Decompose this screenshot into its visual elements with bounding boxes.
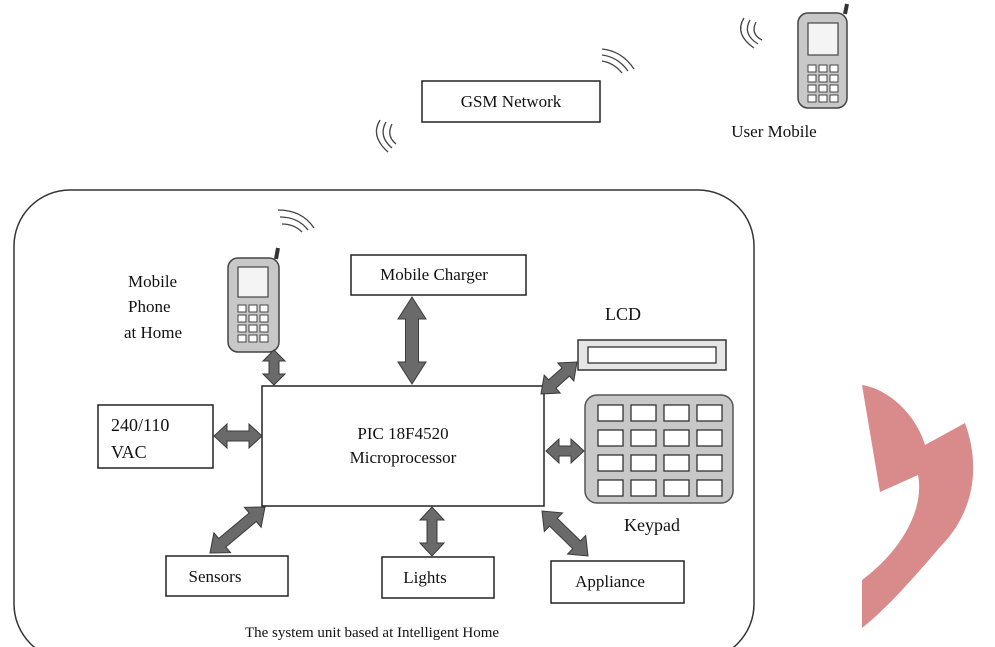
watermark-shape	[862, 385, 974, 628]
arrow-phone-processor	[261, 349, 287, 386]
arrow-power-processor	[213, 422, 263, 450]
appliance-node: Appliance	[550, 560, 685, 604]
signal-wave-icon	[601, 48, 635, 74]
arrow-processor-sensors	[209, 506, 266, 554]
gsm-network-node: GSM Network	[421, 80, 601, 123]
keypad-label: Keypad	[624, 515, 680, 535]
user-mobile-icon	[797, 3, 849, 109]
home-mobile-label-line1: Mobile	[128, 272, 177, 291]
arrow-processor-appliance	[541, 510, 589, 557]
keypad-icon	[584, 394, 734, 504]
lcd-display-icon	[577, 339, 727, 371]
power-supply-label-line1: 240/110	[111, 415, 169, 435]
signal-wave-icon	[740, 17, 763, 49]
microprocessor-label-line2: Microprocessor	[350, 448, 457, 467]
lights-node: Lights	[381, 556, 495, 599]
mobile-charger-label: Mobile Charger	[380, 265, 488, 284]
mobile-charger-node: Mobile Charger	[350, 254, 527, 296]
arrow-processor-lights	[418, 506, 446, 557]
power-supply-node: 240/110 VAC	[97, 404, 214, 469]
sensors-node: Sensors	[165, 555, 289, 597]
signal-wave-icon	[375, 119, 397, 153]
home-mobile-label-line2: Phone	[128, 297, 171, 316]
appliance-label: Appliance	[575, 572, 645, 591]
microprocessor-label-line1: PIC 18F4520	[357, 424, 448, 443]
system-boundary	[13, 189, 755, 647]
signal-wave-icon	[277, 209, 315, 233]
user-mobile-label: User Mobile	[731, 122, 816, 141]
arrow-processor-lcd	[540, 361, 578, 395]
lcd-label: LCD	[605, 304, 641, 324]
arrow-processor-keypad	[545, 437, 585, 465]
lights-label: Lights	[403, 568, 446, 587]
microprocessor-node: PIC 18F4520 Microprocessor	[261, 385, 545, 507]
home-mobile-icon	[227, 247, 280, 353]
system-caption: The system unit based at Intelligent Hom…	[245, 625, 499, 641]
arrow-charger-processor	[397, 296, 427, 385]
gsm-network-label: GSM Network	[461, 92, 562, 111]
home-mobile-label-line3: at Home	[124, 323, 182, 342]
connection-arrows	[209, 296, 589, 557]
sensors-label: Sensors	[189, 567, 242, 586]
power-supply-label-line2: VAC	[111, 442, 147, 462]
